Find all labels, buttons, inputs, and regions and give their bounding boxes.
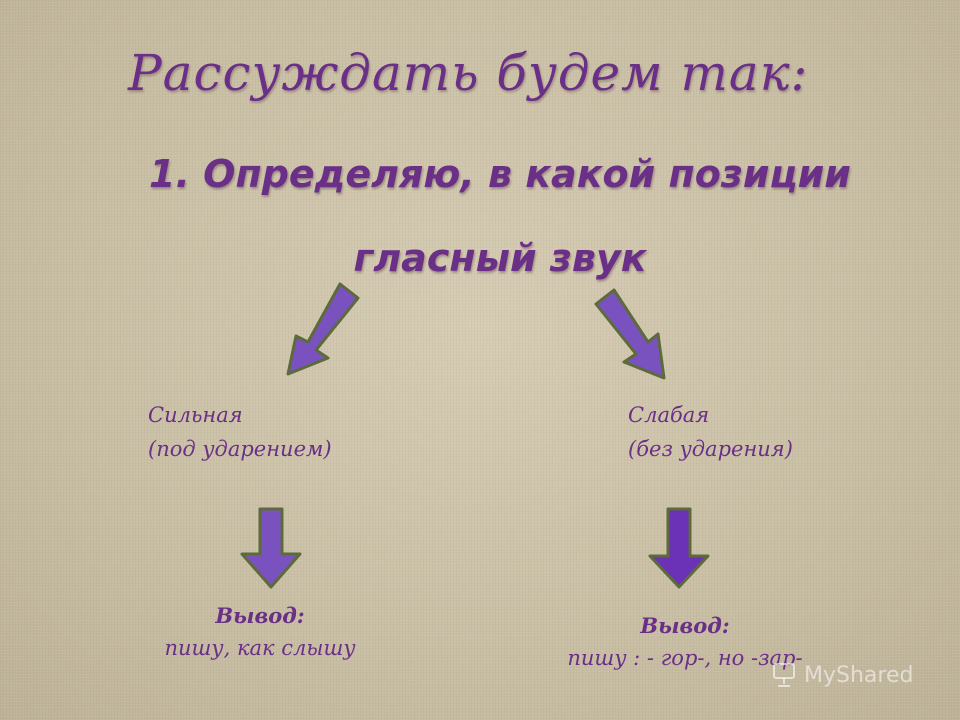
strong-conclusion: Вывод: пишу, как слышу [130, 600, 390, 664]
myshared-logo-icon [773, 663, 795, 687]
weak-position-label: Слабая (без ударения) [628, 398, 793, 466]
weak-label: Слабая [628, 403, 710, 427]
step-one-text: 1. Определяю, в какой позиции гласный зв… [149, 152, 851, 280]
weak-conclusion: Вывод: пишу : - гор-, но -зар- [540, 610, 830, 674]
arrow-down-icon [648, 507, 710, 589]
slide-title: Рассуждать будем так: [128, 44, 809, 102]
arrow-down-icon [240, 507, 302, 589]
strong-conclusion-body: пишу, как слышу [164, 636, 356, 660]
myshared-watermark: MyShared [770, 662, 913, 688]
arrow-down-right-icon [594, 288, 666, 380]
arrow-down-left-icon [286, 282, 360, 376]
strong-conclusion-head: Вывод: [215, 603, 305, 628]
weak-sublabel: (без ударения) [628, 437, 793, 461]
weak-conclusion-head: Вывод: [640, 613, 730, 638]
strong-position-label: Сильная (под ударением) [148, 398, 332, 466]
weak-conclusion-body: пишу : - гор-, но -зар- [567, 646, 803, 670]
strong-label: Сильная [148, 403, 243, 427]
watermark-text: MyShared [804, 662, 914, 688]
strong-sublabel: (под ударением) [148, 437, 332, 461]
